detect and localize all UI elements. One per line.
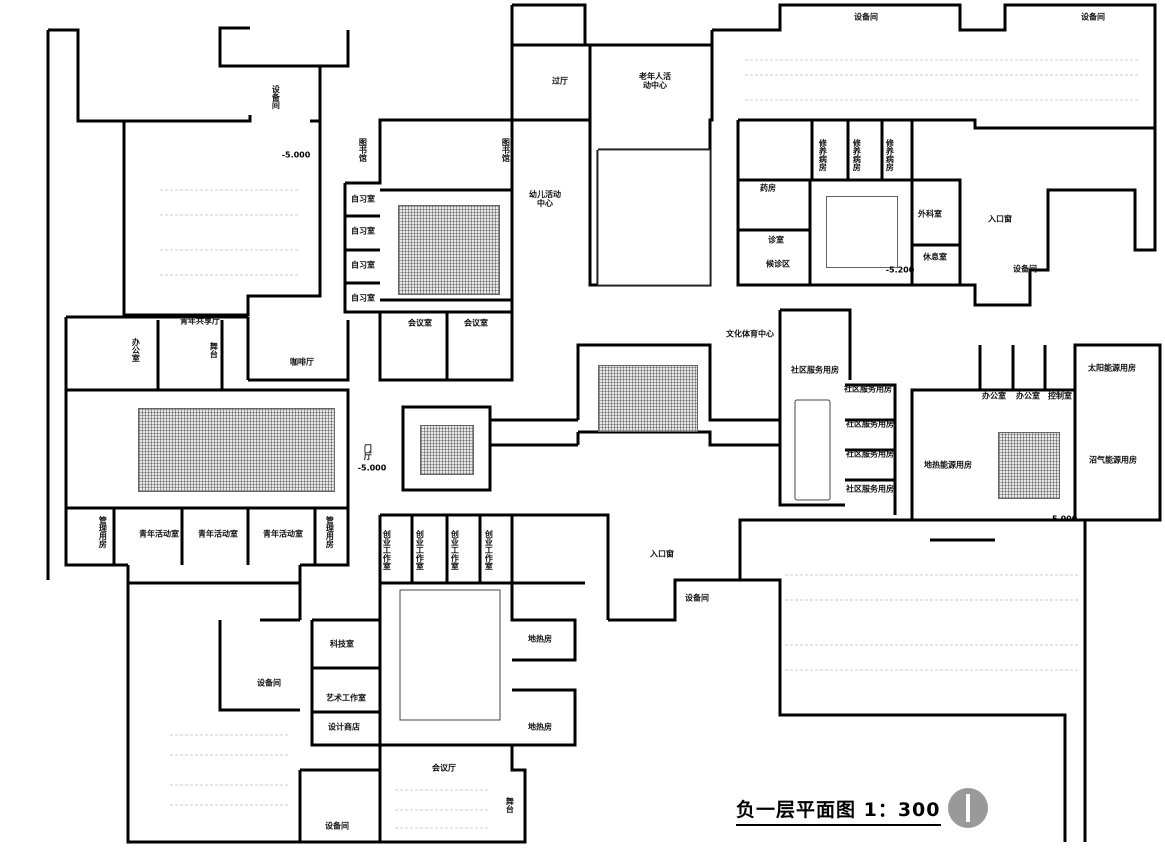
room-label: 入口窗 — [650, 549, 674, 559]
room-label: 图书馆 — [501, 138, 511, 162]
courtyard-library — [398, 205, 500, 295]
room-label: 设备间 — [271, 85, 281, 109]
room-label: 太阳能源用房 — [1088, 363, 1136, 373]
elevation-mark: -5.000 — [1048, 514, 1078, 524]
courtyard-small — [420, 425, 474, 475]
room-label: 外科室 — [918, 209, 942, 219]
room-label: 自习室 — [351, 226, 375, 236]
room-label: 办公室 — [1016, 391, 1040, 401]
courtyard-youth — [138, 408, 335, 492]
room-label: 药房 — [760, 183, 776, 193]
room-label: 设备间 — [257, 678, 281, 688]
room-label: 创业工作室 — [415, 530, 425, 570]
courtyard-sports — [598, 365, 698, 432]
courtyard-clinic — [826, 196, 898, 268]
room-label: 自习室 — [351, 260, 375, 270]
room-label: 诊室 — [768, 235, 784, 245]
room-label: 会议室 — [408, 318, 432, 328]
room-label: 幼儿活动中心 — [529, 190, 561, 208]
room-label: 社区服务用房 — [844, 384, 892, 394]
room-label: 设计商店 — [328, 722, 360, 732]
room-label: 设备间 — [854, 12, 878, 22]
room-label: 修养病房 — [818, 139, 828, 171]
room-label: 图书馆 — [358, 138, 368, 162]
room-label: 地热房 — [528, 634, 552, 644]
courtyard-energy — [998, 432, 1060, 499]
room-label: 老年人活动中心 — [639, 72, 671, 90]
room-label: 创业工作室 — [450, 530, 460, 570]
room-label: 社区服务用房 — [846, 484, 894, 494]
room-label: 设备间 — [1081, 12, 1105, 22]
room-label: 咖啡厅 — [290, 357, 314, 367]
room-label: 青年活动室 — [198, 529, 238, 539]
room-label: 修养病房 — [852, 139, 862, 171]
room-label: 控制室 — [1048, 391, 1072, 401]
north-arrow-icon — [948, 788, 988, 828]
room-label: 艺术工作室 — [326, 693, 366, 703]
room-label: 过厅 — [552, 76, 568, 86]
room-label: 办公室 — [131, 338, 141, 362]
room-label: 自习室 — [351, 194, 375, 204]
room-label: 沼气能源用房 — [1089, 455, 1137, 465]
elevation-mark: -5.000 — [357, 463, 387, 473]
room-label: 地热房 — [528, 722, 552, 732]
room-label: 设备间 — [1013, 264, 1037, 274]
room-label: 青年共享厅 — [180, 316, 220, 326]
room-label: 青年活动室 — [263, 529, 303, 539]
room-label: 社区服务用房 — [791, 365, 839, 375]
elevation-mark: -5.200 — [885, 265, 915, 275]
room-label: 休息室 — [923, 252, 947, 262]
elevation-mark: -5.000 — [281, 150, 311, 160]
room-label: 管理用房 — [98, 516, 108, 548]
room-label: 社区服务用房 — [846, 449, 894, 459]
room-label: 地热能源用房 — [924, 460, 972, 470]
room-label: 修养病房 — [885, 139, 895, 171]
room-label: 候诊区 — [766, 259, 790, 269]
room-label: 自习室 — [351, 293, 375, 303]
room-label: 设备间 — [685, 593, 709, 603]
room-label: 会议室 — [464, 318, 488, 328]
room-label: 创业工作室 — [382, 530, 392, 570]
room-label: 舞台 — [505, 797, 515, 813]
room-label: 入口窗 — [988, 214, 1012, 224]
room-label: 舞台 — [209, 342, 219, 358]
room-label: 管理用房 — [325, 516, 335, 548]
room-label: 门厅 — [363, 444, 373, 460]
room-label: 会议厅 — [432, 763, 456, 773]
plan-title: 负一层平面图 1：300 — [736, 795, 941, 826]
room-label: 文化体育中心 — [726, 329, 774, 339]
room-label: 办公室 — [982, 391, 1006, 401]
room-label: 创业工作室 — [484, 530, 494, 570]
room-label: 设备间 — [325, 821, 349, 831]
room-label: 社区服务用房 — [846, 419, 894, 429]
room-label: 青年活动室 — [139, 529, 179, 539]
room-label: 科技室 — [330, 639, 354, 649]
